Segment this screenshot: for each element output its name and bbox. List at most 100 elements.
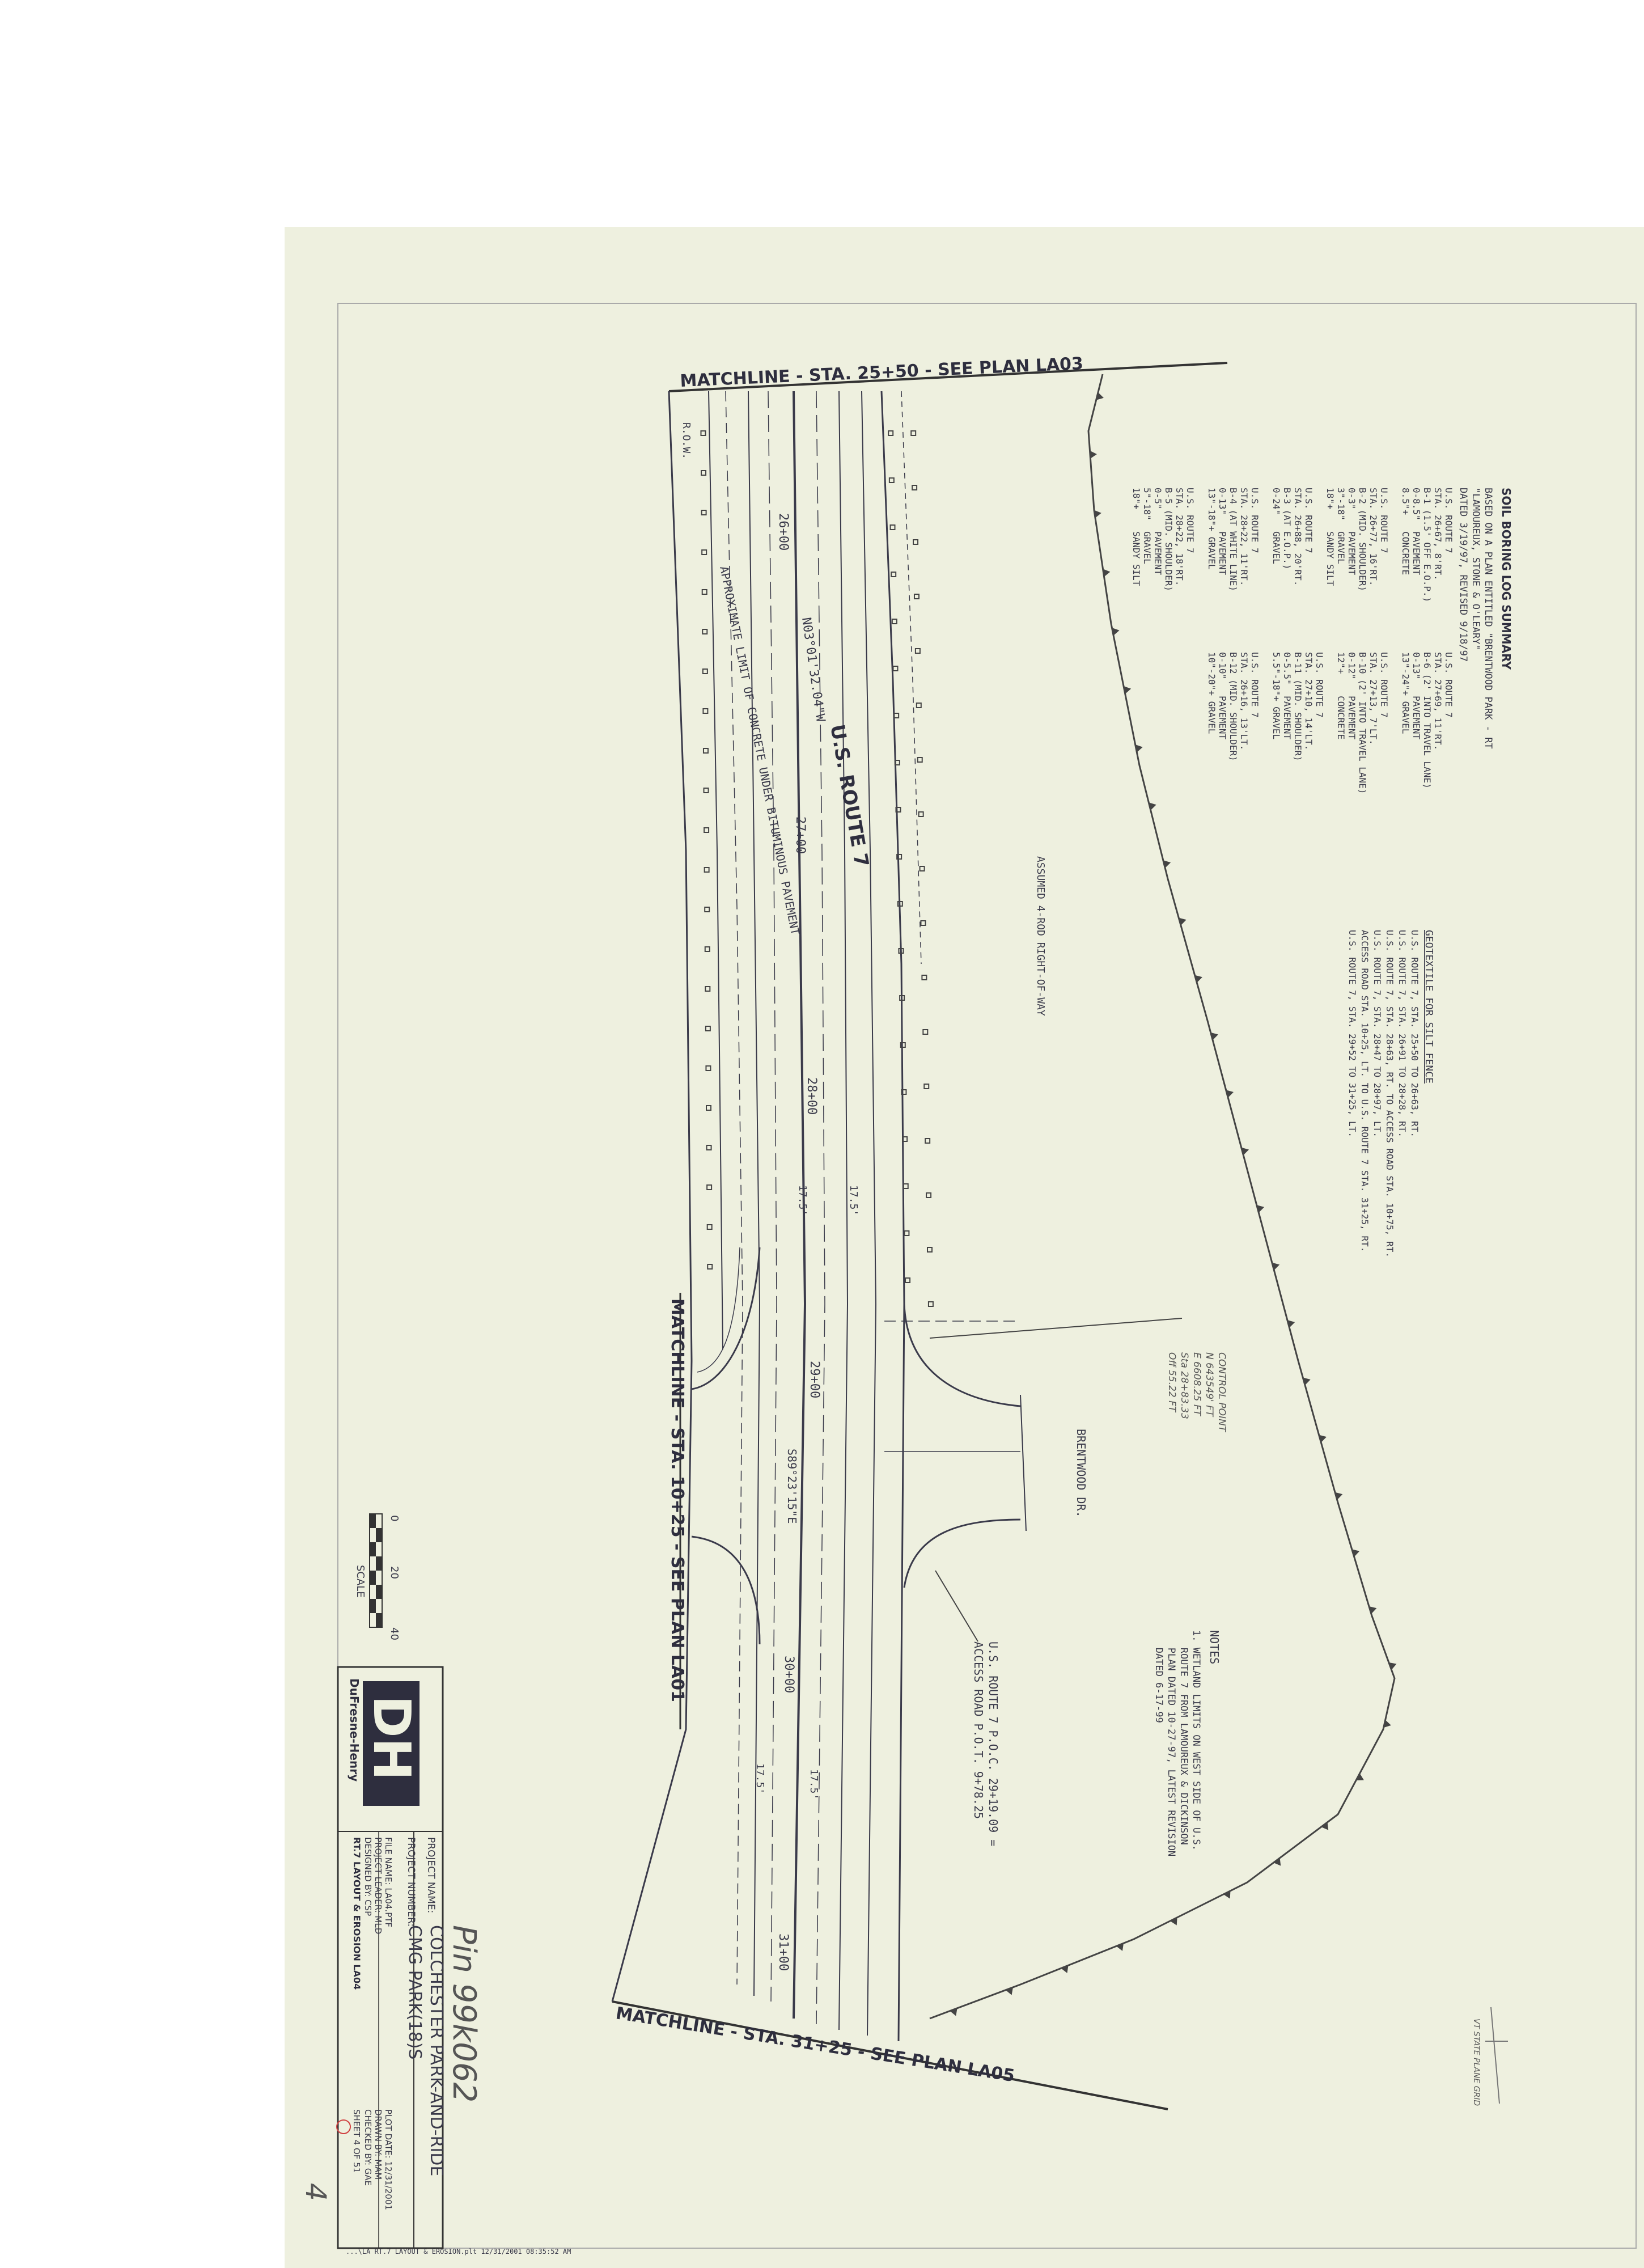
survey-mark	[901, 1089, 907, 1095]
survey-mark	[923, 1084, 930, 1089]
survey-marks	[700, 430, 934, 1307]
scale-check	[376, 1613, 382, 1627]
plot-footer: ...\LA RT.7 LAYOUT & EROSION.plt 12/31/2…	[346, 2248, 571, 2256]
scale-check	[376, 1585, 382, 1599]
survey-mark	[926, 1192, 932, 1198]
company-logo: DH DuFresne-Henry	[348, 1678, 421, 1806]
dimension-label: 17.5'	[808, 1769, 820, 1800]
scale-check	[370, 1571, 376, 1585]
wetland-triangle	[1319, 1435, 1327, 1443]
text-line: U.S. ROUTE 7, STA. 28+63, RT. TO ACCESS …	[1384, 930, 1395, 1258]
station-label: 28+00	[804, 1077, 819, 1115]
survey-mark	[702, 708, 709, 714]
wetland-triangle	[1061, 1965, 1069, 1973]
survey-mark	[701, 470, 707, 476]
survey-mark	[701, 589, 707, 595]
scale-tick: 20	[388, 1566, 400, 1579]
wetland-triangle	[1223, 1890, 1231, 1899]
text-line: Sta 28+83.33	[1179, 1352, 1190, 1419]
survey-mark	[921, 975, 927, 980]
text-line: U.S. ROUTE 7	[1249, 488, 1260, 553]
survey-mark	[925, 1138, 931, 1144]
survey-mark	[920, 920, 926, 926]
dimension-label: 17.5'	[848, 1185, 859, 1216]
text-line: U.S. ROUTE 7, STA. 25+50 TO 26+63, RT.	[1409, 930, 1420, 1137]
scale-label: SCALE	[354, 1565, 366, 1598]
bearing2-label: S89°23'15"E	[785, 1449, 799, 1524]
survey-mark	[927, 1247, 933, 1253]
matchline-top-line	[668, 362, 1228, 392]
project-name: COLCHESTER PARK-AND-RIDE	[426, 1925, 446, 2176]
wetland-triangle	[1303, 1377, 1311, 1385]
text-line: 13"-24"+ GRAVEL	[1400, 652, 1411, 734]
sheet-title: RT.7 LAYOUT & EROSION LA04	[351, 1837, 362, 1990]
text-line: U.S. ROUTE 7	[1303, 488, 1314, 553]
wetland-triangle	[950, 2008, 957, 2016]
survey-mark	[910, 430, 917, 436]
survey-mark	[891, 572, 897, 577]
text-line: U.S. ROUTE 7	[1185, 488, 1196, 553]
wetland-triangle	[1135, 744, 1143, 752]
survey-mark	[705, 1065, 711, 1071]
scale-bar: SCALE 0 20 40	[354, 1513, 400, 1640]
wetland-triangle	[1170, 1917, 1177, 1926]
wetland-triangle	[1163, 860, 1171, 868]
text-line: DATED 6-17-99	[1153, 1630, 1164, 1723]
survey-mark	[894, 760, 900, 765]
survey-mark	[900, 1042, 906, 1048]
text-line: 0-5" PAVEMENT	[1153, 488, 1163, 575]
text-line: STA. 28+22, 18'RT.	[1174, 488, 1185, 586]
designed-by: DESIGNED BY: CSP	[363, 1837, 373, 1916]
logo-name: DuFresne-Henry	[348, 1678, 361, 1782]
text-line: 0-10" PAVEMENT	[1217, 652, 1228, 739]
survey-mark	[902, 1183, 909, 1189]
wetland-triangle	[1241, 1147, 1249, 1156]
text-line: B-10 (2' INTO TRAVEL LANE)	[1357, 652, 1368, 794]
survey-mark	[704, 907, 710, 912]
text-line: 0-13" PAVEMENT	[1217, 488, 1228, 575]
text-line: STA. 26+16, 13'LT.	[1239, 652, 1249, 750]
wetland-triangle	[1388, 1662, 1397, 1670]
text-line: STA. 26+88, 20'RT.	[1293, 488, 1303, 586]
wetland-triangle	[1368, 1606, 1377, 1614]
vt-state-plane-note: VT STATE PLANE GRID	[1472, 2019, 1481, 2106]
project-number-label: PROJECT NUMBER:	[405, 1837, 417, 1927]
dimension-label: 17.5'	[754, 1763, 766, 1794]
route-label: U.S. ROUTE 7	[825, 723, 873, 869]
survey-mark	[918, 811, 924, 817]
survey-mark	[700, 430, 706, 436]
scale-check	[370, 1514, 376, 1528]
text-line: 0-13" PAVEMENT	[1411, 652, 1422, 739]
survey-mark	[891, 619, 897, 624]
poc-leader	[935, 1570, 978, 1642]
station-labels: 26+00 27+00 28+00 29+00 30+00 31+00	[776, 513, 821, 1971]
text-line: B-11 (MID. SHOULDER)	[1293, 652, 1303, 761]
scale-tick: 40	[388, 1627, 400, 1640]
station-label: 29+00	[807, 1361, 821, 1398]
station-label: 27+00	[793, 816, 807, 854]
scale-check	[376, 1556, 382, 1571]
survey-mark	[895, 807, 901, 813]
wetland-triangle	[1273, 1857, 1281, 1866]
survey-mark	[897, 901, 903, 907]
survey-mark	[896, 854, 902, 860]
text-line: ACCESS ROAD STA. 10+25, LT. TO U.S. ROUT…	[1359, 930, 1370, 1252]
survey-mark	[703, 788, 709, 793]
notes-block: NOTES 1. WETLAND LIMITS ON WEST SIDE OF …	[1153, 1630, 1221, 1856]
notes-lines: 1. WETLAND LIMITS ON WEST SIDE OF U.S. R…	[1153, 1630, 1202, 1856]
text-line: B-6 (2' INTO TRAVEL LANE)	[1422, 652, 1433, 789]
wetland-triangle	[1226, 1090, 1234, 1098]
text-line: U.S. ROUTE 7	[1314, 652, 1325, 718]
road-lines	[611, 391, 1027, 2042]
scale-check	[376, 1528, 382, 1542]
wetland-triangle	[1210, 1032, 1218, 1040]
wetland-triangle	[1287, 1320, 1295, 1328]
wetland-triangle	[1124, 686, 1132, 694]
text-line: 0-12" PAVEMENT	[1346, 652, 1357, 739]
wetland-triangles	[950, 392, 1397, 2016]
survey-mark	[706, 1184, 713, 1190]
dimension-labels: 17.5' 17.5' 17.5' 17.5'	[754, 1185, 859, 1800]
text-line: 3"-18" GRAVEL	[1336, 488, 1346, 564]
